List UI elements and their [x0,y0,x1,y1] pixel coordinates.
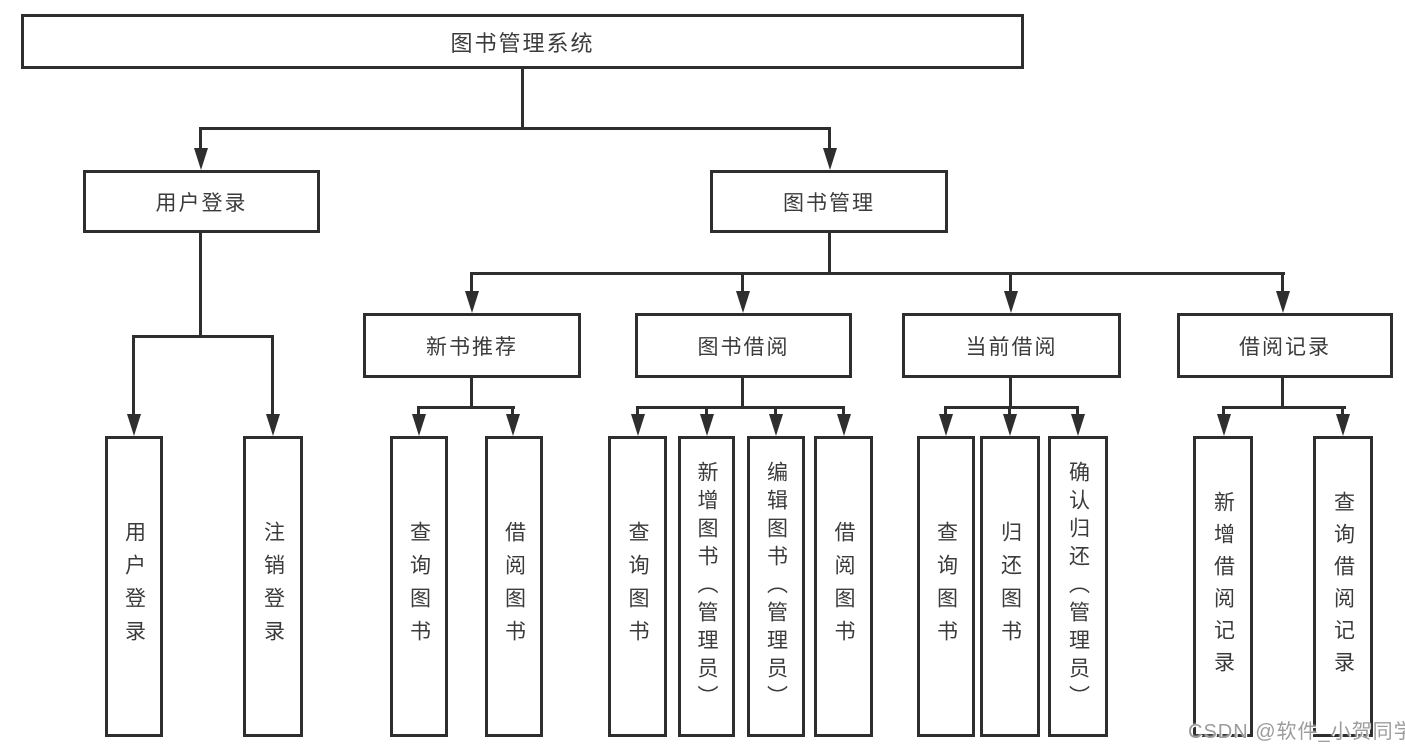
connector-drop-current [1009,275,1012,291]
arrow-down-icon [1336,414,1350,436]
connector-user-rail [132,335,274,338]
connector-drop-cur-query [944,409,947,416]
connector-drop-cur-confirm [1076,409,1079,416]
leaf-recommend-query-books-label: 查询图书 [407,520,431,653]
node-user-login-label: 用户登录 [155,191,248,215]
node-new-book-recommend-label: 新书推荐 [426,335,518,359]
node-user-login: 用户登录 [83,170,320,233]
arrow-down-icon [769,414,783,436]
leaf-recommend-borrow-books: 借阅图书 [485,436,543,737]
leaf-borrow-borrow-books-label: 借阅图书 [832,520,855,653]
connector-user-stem [199,233,202,338]
connector-level3-rail [470,272,1285,275]
connector-borrow-rail [636,406,845,409]
leaf-borrow-query-books-label: 查询图书 [626,520,649,653]
connector-drop-bor-query [636,409,639,416]
leaf-current-confirm-return-admin: 确认归还（管理员） [1048,436,1108,737]
connector-current-stem [1009,378,1012,409]
connector-recommend-rail [417,406,515,409]
leaf-records-add-record: 新增借阅记录 [1193,436,1253,737]
arrow-down-icon [823,148,837,170]
connector-drop-bor-borrow [842,409,845,416]
leaf-borrow-edit-books-admin-label: 编辑图书（管理员） [764,460,788,713]
leaf-current-confirm-return-admin-label: 确认归还（管理员） [1066,460,1090,713]
arrow-down-icon [1217,414,1231,436]
node-book-management-label: 图书管理 [783,191,875,215]
node-current-borrow: 当前借阅 [902,313,1121,378]
leaf-user-login-label: 用户登录 [122,520,146,653]
leaf-records-query-record-label: 查询借阅记录 [1331,490,1355,683]
node-book-borrow-label: 图书借阅 [697,335,790,359]
leaf-borrow-borrow-books: 借阅图书 [814,436,873,737]
leaf-borrow-add-books-admin: 新增图书（管理员） [678,436,735,737]
node-current-borrow-label: 当前借阅 [965,335,1058,359]
leaf-logout-label: 注销登录 [261,520,285,653]
connector-drop-bor-edit [774,409,777,416]
arrow-down-icon [700,414,714,436]
node-new-book-recommend: 新书推荐 [363,313,581,378]
arrow-down-icon [1003,414,1017,436]
connector-root-stem [521,69,524,130]
connector-drop-bor-add [705,409,708,416]
leaf-current-return-books: 归还图书 [980,436,1040,737]
node-book-management: 图书管理 [710,170,948,233]
leaf-current-query-books: 查询图书 [917,436,975,737]
csdn-watermark: CSDN @软件_小贺同学 [1188,721,1405,743]
arrow-down-icon [1276,291,1290,313]
connector-drop-user-login [132,338,135,414]
arrow-down-icon [266,414,280,436]
connector-records-stem [1281,378,1284,409]
arrow-down-icon [736,291,750,313]
leaf-current-return-books-label: 归还图书 [998,520,1022,653]
leaf-records-add-record-label: 新增借阅记录 [1211,490,1235,683]
connector-level2-rail [199,127,831,130]
leaf-current-query-books-label: 查询图书 [934,520,958,653]
arrow-down-icon [127,414,141,436]
leaf-records-query-record: 查询借阅记录 [1313,436,1373,737]
leaf-user-login: 用户登录 [105,436,163,737]
arrow-down-icon [506,414,520,436]
connector-borrow-stem [741,378,744,409]
connector-records-rail [1222,406,1346,409]
connector-drop-mgmt [828,130,831,150]
node-borrow-records-label: 借阅记录 [1239,335,1331,359]
leaf-borrow-add-books-admin-label: 新增图书（管理员） [695,460,718,713]
leaf-borrow-query-books: 查询图书 [608,436,667,737]
arrow-down-icon [631,414,645,436]
connector-drop-rec-borrow [511,409,514,416]
connector-drop-user-logout [271,338,274,414]
node-root: 图书管理系统 [21,14,1024,69]
node-book-borrow: 图书借阅 [635,313,852,378]
connector-drop-rcd-query [1341,409,1344,416]
connector-drop-records [1281,275,1284,291]
leaf-recommend-borrow-books-label: 借阅图书 [502,520,526,653]
connector-drop-rcd-add [1222,409,1225,416]
node-root-label: 图书管理系统 [450,30,595,56]
leaf-logout: 注销登录 [243,436,303,737]
connector-drop-borrow [741,275,744,291]
arrow-down-icon [412,414,426,436]
connector-current-rail [944,406,1079,409]
connector-drop-user [199,130,202,150]
connector-drop-rec-query [417,409,420,416]
arrow-down-icon [837,414,851,436]
arrow-down-icon [939,414,953,436]
node-borrow-records: 借阅记录 [1177,313,1393,378]
arrow-down-icon [1004,291,1018,313]
arrow-down-icon [194,148,208,170]
leaf-borrow-edit-books-admin: 编辑图书（管理员） [747,436,805,737]
connector-recommend-stem [470,378,473,409]
connector-drop-cur-return [1008,409,1011,416]
arrow-down-icon [465,291,479,313]
connector-mgmt-stem [828,233,831,275]
leaf-recommend-query-books: 查询图书 [390,436,448,737]
connector-drop-recommend [470,275,473,291]
arrow-down-icon [1071,414,1085,436]
